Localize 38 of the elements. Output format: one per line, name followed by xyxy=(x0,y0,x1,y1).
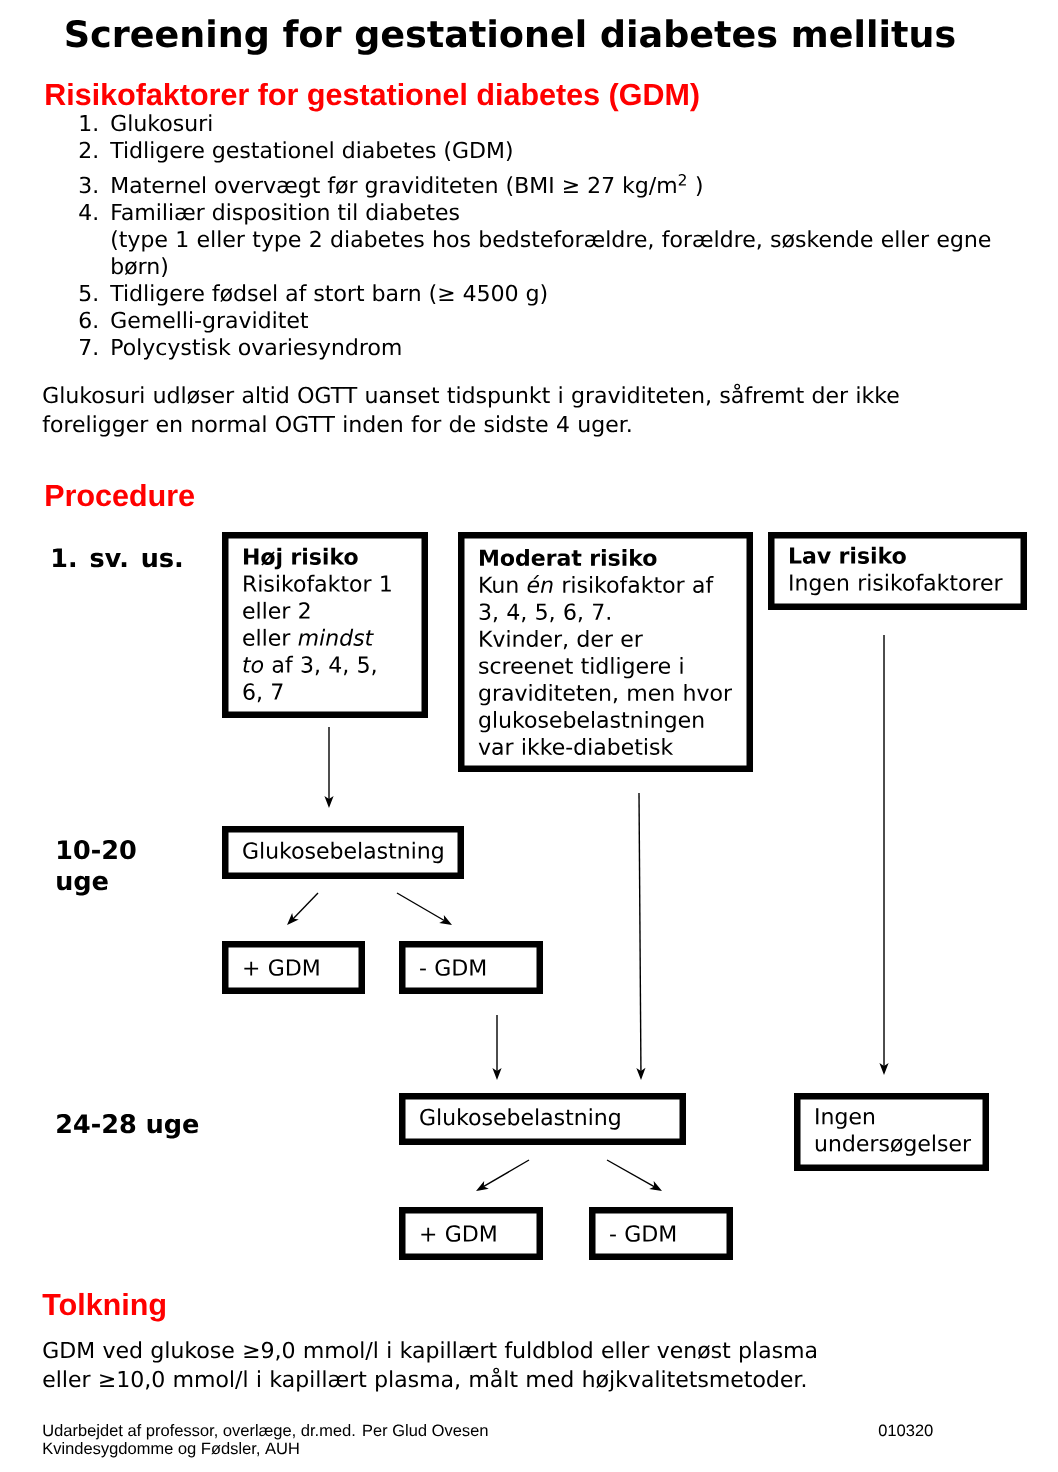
list-number: 3. xyxy=(79,176,97,194)
list-item: Familiær disposition til diabetes xyxy=(112,203,459,225)
list-number: 4. xyxy=(79,203,97,220)
footer-text: Udarbejdet af professor, overlæge, dr.med. Per Glud Ovesen xyxy=(43,1424,488,1440)
list-number: 7. xyxy=(80,338,97,355)
risk-box: Lav risiko Ingen risikofaktorer xyxy=(768,532,1027,610)
stage-label: 24-28 uge xyxy=(57,1114,199,1139)
note-text: GDM ved glukose ≥9,0 mmol/l i kapillært fuldblod eller venøst plasma eller ≥10,0 mmol/l i kapillært plasma, målt med højkvalitetsmetoder. xyxy=(43,1341,816,1392)
result-box: + GDM xyxy=(222,941,365,994)
stage-label: 10-20 uge xyxy=(57,840,136,896)
section-heading: Risikofaktorer for gestationel diabetes (GDM) xyxy=(46,82,699,112)
list-item: Tidligere fødsel af stort barn (≥ 4500 g) xyxy=(110,284,547,306)
list-number: 6. xyxy=(79,311,97,329)
list-number: 5. xyxy=(79,284,97,302)
arrow xyxy=(287,892,319,925)
test-box: Glukosebelastning xyxy=(222,826,464,879)
list-item: Glukosuri xyxy=(111,114,212,132)
title: Screening for gestationel diabetes mellitus xyxy=(66,19,955,55)
result-box: - GDM xyxy=(589,1207,733,1260)
list-item: Tidligere gestationel diabetes (GDM) xyxy=(110,141,512,163)
list-item: Maternel overvægt før graviditeten (BMI ≥ 27 kg/m$^{2}$ ) xyxy=(112,174,702,198)
result-box: - GDM xyxy=(399,941,543,994)
list-item: Gemelli-graviditet xyxy=(111,311,308,333)
risk-box: Moderat risiko Kun én risikofaktor af 3, 4, 5, 6, 7. Kvinder, der er screenet tidligere i graviditeten, men hvor glukosebelastningen var ikke-diabetisk xyxy=(458,532,753,772)
note-text: Glukosuri udløser altid OGTT uanset tidspunkt i graviditeten, såfremt der ikke foreligger en normal OGTT inden for de sidste 4 uger. xyxy=(42,383,899,437)
section-heading: Tolkning xyxy=(42,1292,165,1322)
list-number: 2. xyxy=(79,141,97,158)
list-item: Polycystisk ovariesyndrom xyxy=(112,338,401,360)
result-box: + GDM xyxy=(399,1207,543,1260)
risk-box: Høj risiko Risikofaktor 1 eller 2 eller mindst to af 3, 4, 5, 6, 7 xyxy=(222,532,428,718)
date-code: 010320 xyxy=(878,1424,933,1437)
list-number: 1. xyxy=(80,114,97,131)
outcome-box: Ingen undersøgelser xyxy=(794,1093,989,1171)
test-box: Glukosebelastning xyxy=(399,1093,686,1145)
section-heading: Procedure xyxy=(46,483,194,507)
footer-text: Kvindesygdomme og Fødsler, AUH xyxy=(43,1442,299,1458)
list-item: (type 1 eller type 2 diabetes hos bedsteforældre, forældre, søskende eller egne børn) xyxy=(112,230,991,277)
stage-label: 1. sv. us. xyxy=(53,548,182,568)
